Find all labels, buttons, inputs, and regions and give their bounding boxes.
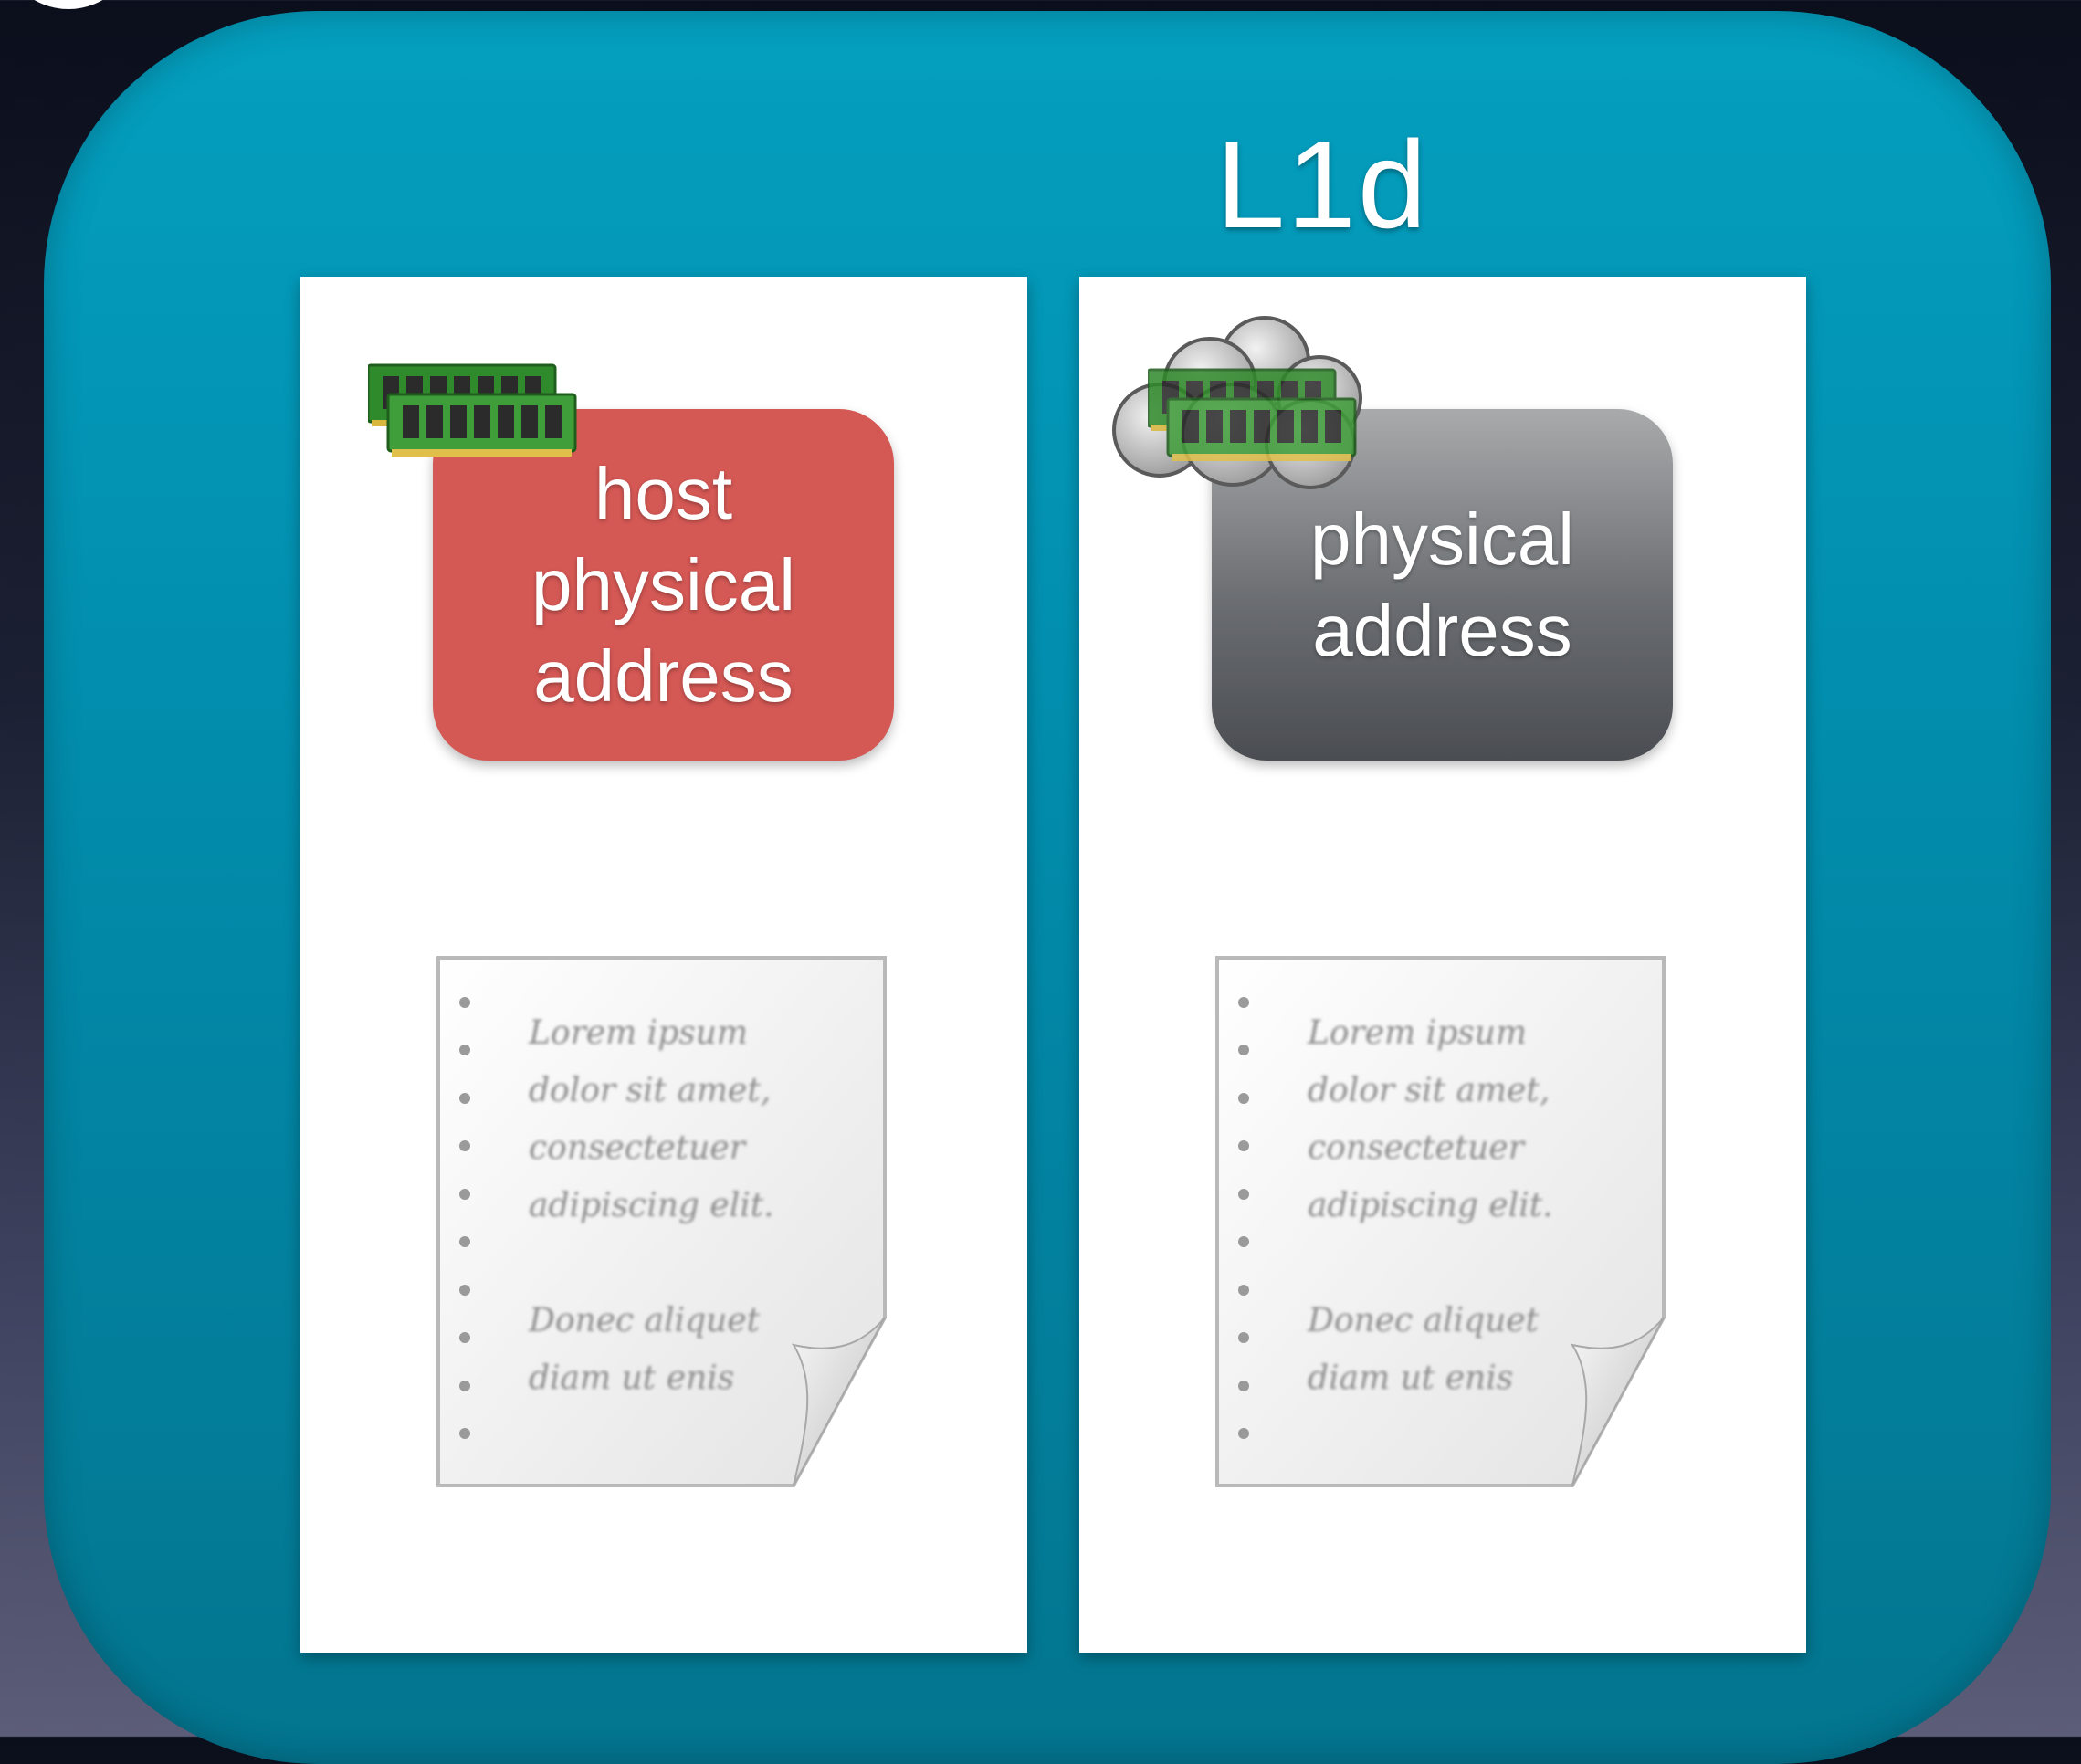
partial-title-glyph bbox=[0, 0, 137, 9]
document-icon: Lorem ipsum dolor sit amet, consectetuer… bbox=[1215, 956, 1666, 1487]
panel-title: L1d bbox=[1215, 115, 1429, 254]
document-line: Lorem ipsum bbox=[1307, 1014, 1527, 1052]
guest-column: physical address bbox=[1079, 277, 1806, 1653]
address-line: physical bbox=[1309, 498, 1575, 580]
guest-physical-address-box: physical address bbox=[1212, 409, 1673, 761]
address-line: address bbox=[1312, 589, 1572, 671]
document-icon: Lorem ipsum dolor sit amet, consectetuer… bbox=[436, 956, 887, 1487]
document-line: dolor sit amet, bbox=[529, 1072, 771, 1109]
address-line: host bbox=[594, 452, 733, 534]
address-line: address bbox=[533, 635, 794, 717]
ram-icon bbox=[368, 363, 577, 457]
document-line: Donec aliquet bbox=[528, 1302, 761, 1339]
document-line: adipiscing elit. bbox=[1308, 1187, 1553, 1224]
address-line: physical bbox=[531, 543, 796, 625]
document-line: Lorem ipsum bbox=[528, 1014, 748, 1052]
host-column: host physical address bbox=[300, 277, 1027, 1653]
document-line: dolor sit amet, bbox=[1308, 1072, 1550, 1109]
ram-icon bbox=[1148, 368, 1357, 461]
document-line: diam ut enis bbox=[1308, 1360, 1513, 1397]
document-line: Donec aliquet bbox=[1307, 1302, 1540, 1339]
document-line: diam ut enis bbox=[529, 1360, 734, 1397]
host-physical-address-box: host physical address bbox=[433, 409, 894, 761]
document-line: adipiscing elit. bbox=[529, 1187, 774, 1224]
document-line: consectetuer bbox=[1308, 1129, 1526, 1167]
document-line: consectetuer bbox=[529, 1129, 747, 1167]
